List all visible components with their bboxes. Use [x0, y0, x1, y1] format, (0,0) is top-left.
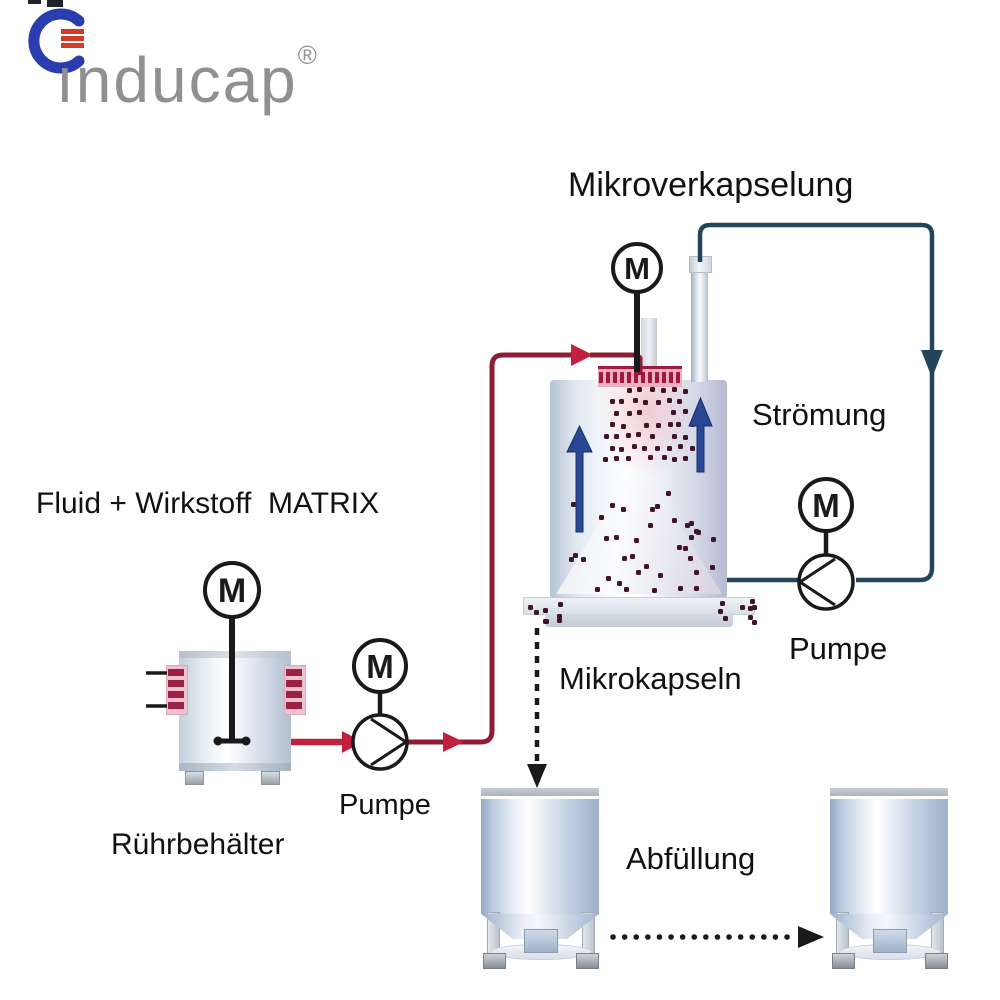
container-rim [830, 788, 948, 796]
circulation-pump-rotor [797, 557, 836, 607]
feed-pump-motor-label: M [366, 648, 394, 685]
induction-coil-left [166, 665, 188, 715]
riser-pipe-cap [689, 256, 712, 273]
vessel-spray-glow [598, 382, 694, 477]
circulation-pump-motor [798, 477, 854, 533]
logo-c-arc [28, 8, 85, 74]
abfuellung-label: Abfüllung [626, 841, 756, 876]
flow-down-arrowhead [921, 350, 943, 378]
circulation-pump-motor-label: M [812, 487, 840, 524]
tank-motor-label: M [218, 572, 246, 610]
inducap-logo-icon [28, 8, 85, 74]
container-highlight [481, 796, 599, 799]
coil-wires [146, 671, 167, 708]
tank-foot [185, 771, 204, 785]
feed-arrowhead [571, 344, 593, 366]
container-valve [524, 929, 558, 953]
riser-pipe [691, 264, 708, 382]
stirred-tank-rim [179, 651, 291, 658]
stirred-tank-bottom [179, 763, 291, 771]
diagram-title: Mikroverkapselung [568, 166, 854, 204]
feed-arrowhead [342, 731, 363, 753]
feed-arrowhead [443, 732, 464, 752]
feed-pump-motor [352, 638, 408, 694]
container-body [830, 799, 948, 914]
pumpe-right-label: Pumpe [789, 631, 888, 666]
scan-artifact [28, 0, 41, 4]
container-body [481, 799, 599, 914]
circulation-pump-symbol [797, 553, 855, 611]
container-foot [483, 953, 506, 969]
vessel-motor-label: M [624, 251, 650, 286]
logo-red-stripes [61, 29, 84, 48]
tank-foot [261, 771, 280, 785]
stirred-tank [179, 658, 291, 763]
dotted-arrowhead [798, 926, 824, 948]
mikrokapseln-label: Mikrokapseln [559, 661, 742, 696]
dashed-arrowhead [527, 764, 547, 788]
container-rim [481, 788, 599, 796]
fluid-matrix-label: Fluid + Wirkstoff MATRIX [36, 487, 380, 520]
registered-mark: ® [297, 40, 317, 70]
container-highlight [830, 796, 948, 799]
pumpe-left-label: Pumpe [339, 789, 431, 821]
tank-motor [203, 561, 261, 619]
ruehrbehaelter-label: Rührbehälter [111, 828, 285, 861]
vessel-base-flange [523, 597, 755, 615]
microcapsule-dot [752, 620, 758, 626]
coil-windings [286, 669, 302, 711]
logo-wordmark: ınducap® [56, 40, 317, 117]
container-foot [576, 953, 599, 969]
vessel-base-lower [545, 614, 733, 627]
logo-wordmark-text: ınducap [56, 44, 298, 116]
induction-coil-right [284, 665, 306, 715]
feed-pump-rotor [370, 717, 409, 767]
microcapsule-dot [747, 614, 753, 620]
vessel-motor [611, 242, 663, 294]
spray-nozzles [599, 372, 681, 383]
stroemung-label: Strömung [752, 397, 887, 432]
container-valve [873, 929, 907, 953]
container-foot [925, 953, 948, 969]
scan-artifact [47, 0, 63, 7]
feed-pump-symbol [351, 713, 409, 771]
coil-windings [168, 669, 184, 711]
container-foot [832, 953, 855, 969]
